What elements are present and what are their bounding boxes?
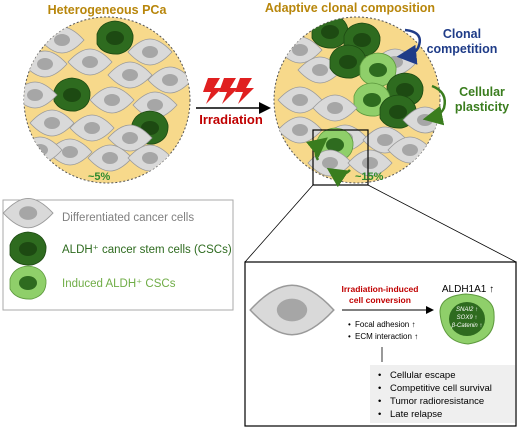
mechanism-2: ECM interaction ↑ <box>355 332 418 341</box>
cellular-plasticity-label-1: Cellular <box>459 85 505 99</box>
marker-2: SOX9 ↑ <box>457 315 478 321</box>
mechanism-bullet-1: • <box>348 320 351 329</box>
marker-1: SNAI2 ↑ <box>456 307 478 313</box>
inset-panel: Irradiation-induced cell conversion • Fo… <box>244 261 517 427</box>
zoom-line-left <box>244 184 314 263</box>
outcome-1: Cellular escape <box>390 370 455 381</box>
svg-text:•: • <box>378 396 381 407</box>
conversion-label-2: cell conversion <box>349 295 411 305</box>
left-panel-title: Heterogeneous PCa <box>48 3 168 17</box>
right-panel-title: Adaptive clonal composition <box>265 1 435 15</box>
svg-text:•: • <box>378 370 381 381</box>
conversion-loop-arrow-2 <box>326 167 351 188</box>
legend-item-aldh-cscs: ALDH⁺ cancer stem cells (CSCs) <box>9 231 232 266</box>
legend-item-differentiated: Differentiated cancer cells <box>2 197 194 229</box>
cellular-plasticity-label-2: plasticity <box>455 100 509 114</box>
zoom-line-right <box>367 184 517 263</box>
legend-label-aldh-cscs: ALDH⁺ cancer stem cells (CSCs) <box>62 244 232 256</box>
outcome-4: Late relapse <box>390 409 442 420</box>
right-percent: ~15% <box>355 171 384 183</box>
legend-label-induced-cscs: Induced ALDH⁺ CSCs <box>62 278 176 290</box>
inset-induced-csc: SNAI2 ↑ SOX9 ↑ β-Catenin ↑ <box>439 293 495 345</box>
mechanism-bullet-2: • <box>348 332 351 341</box>
aldh-label: ALDH1A1 ↑ <box>442 284 494 295</box>
outcomes-box <box>370 365 515 423</box>
lightning-icon <box>203 78 254 104</box>
svg-text:•: • <box>378 383 381 394</box>
clonal-competition-arrow <box>396 28 422 65</box>
marker-3: β-Catenin ↑ <box>451 323 483 329</box>
clonal-competition-label-1: Clonal <box>443 27 481 41</box>
outcome-2: Competitive cell survival <box>390 383 492 394</box>
outcome-3: Tumor radioresistance <box>390 396 484 407</box>
conversion-label-1: Irradiation-induced <box>342 284 419 294</box>
left-percent: ~5% <box>88 171 111 183</box>
conversion-loop-arrow <box>305 137 328 161</box>
mechanism-1: Focal adhesion ↑ <box>355 320 415 329</box>
left-tumor <box>23 16 191 184</box>
legend-item-induced-cscs: Induced ALDH⁺ CSCs <box>9 265 176 300</box>
irradiation-label: Irradiation <box>199 112 263 127</box>
legend-label-differentiated: Differentiated cancer cells <box>62 212 194 224</box>
cellular-plasticity-arrow <box>422 84 446 126</box>
legend: Differentiated cancer cells ALDH⁺ cancer… <box>2 197 234 311</box>
svg-text:•: • <box>378 409 381 420</box>
clonal-competition-label-2: competition <box>427 42 498 56</box>
